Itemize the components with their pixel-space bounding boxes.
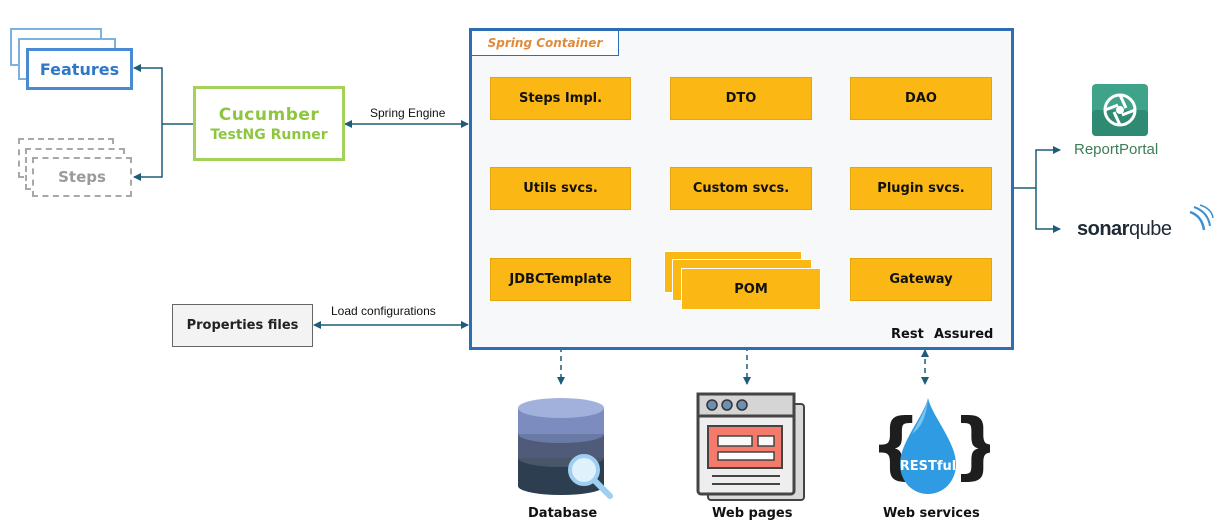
- properties-files-node[interactable]: Properties files: [172, 304, 313, 347]
- aperture-icon: [1092, 84, 1148, 136]
- rest-label: Rest: [891, 327, 924, 342]
- cucumber-runner-node[interactable]: Cucumber TestNG Runner: [193, 86, 345, 161]
- svg-text:}: }: [952, 403, 990, 487]
- web-pages-label: Web pages: [712, 506, 793, 521]
- jdbc-template-label: JDBCTemplate: [509, 272, 612, 287]
- runner-subtitle: TestNG Runner: [210, 127, 328, 143]
- gateway-label: Gateway: [889, 272, 953, 287]
- runner-to-features-connector: [133, 64, 193, 125]
- gateway-box[interactable]: Gateway: [850, 258, 992, 301]
- spring-container-tab: Spring Container: [471, 30, 619, 56]
- jdbc-template-box[interactable]: JDBCTemplate: [490, 258, 631, 301]
- database-label: Database: [528, 506, 598, 521]
- features-label: Features: [39, 59, 120, 79]
- dao-label: DAO: [905, 91, 937, 106]
- steps-impl-label: Steps Impl.: [518, 91, 603, 106]
- steps-impl-box[interactable]: Steps Impl.: [490, 77, 631, 120]
- pom-label: POM: [734, 281, 768, 297]
- web-pages-node[interactable]: [696, 392, 806, 502]
- runner-title: Cucumber: [218, 105, 320, 125]
- plugin-to-sonarqube-connector: [1035, 188, 1061, 233]
- plugin-svcs-label: Plugin svcs.: [877, 181, 965, 196]
- web-services-node[interactable]: { } RESTful: [868, 394, 1003, 502]
- restful-icon: { } RESTful: [870, 398, 1003, 494]
- assured-label: Assured: [934, 327, 994, 342]
- qube-text: qube: [1128, 218, 1172, 240]
- steps-label: Steps: [58, 168, 106, 186]
- reportportal-logo[interactable]: [1092, 84, 1148, 136]
- spring-engine-label: Spring Engine: [370, 106, 446, 120]
- web-services-label: Web services: [883, 506, 980, 521]
- sonarqube-logo[interactable]: sonarqube: [1077, 218, 1172, 241]
- web-page-icon: [696, 392, 805, 501]
- plugin-svcs-box[interactable]: Plugin svcs.: [850, 167, 992, 210]
- sonar-text: sonar: [1077, 218, 1129, 240]
- features-node[interactable]: Features: [26, 48, 133, 90]
- runner-to-steps-connector: [133, 124, 163, 181]
- properties-label: Properties files: [186, 318, 299, 333]
- reportportal-label: ReportPortal: [1074, 141, 1159, 158]
- custom-svcs-box[interactable]: Custom svcs.: [670, 167, 812, 210]
- dao-box[interactable]: DAO: [850, 77, 992, 120]
- custom-svcs-label: Custom svcs.: [692, 181, 790, 196]
- database-node[interactable]: [512, 392, 616, 500]
- database-icon: [518, 398, 613, 499]
- dto-box[interactable]: DTO: [670, 77, 812, 120]
- dto-label: DTO: [725, 91, 757, 106]
- load-configurations-label: Load configurations: [331, 304, 436, 318]
- spring-container-title: Spring Container: [487, 36, 603, 50]
- sonar-waves-icon: [1189, 204, 1214, 231]
- restful-label: RESTful: [900, 459, 957, 474]
- steps-node[interactable]: Steps: [32, 157, 132, 197]
- plugin-to-reportportal-connector: [992, 146, 1061, 189]
- utils-svcs-label: Utils svcs.: [523, 181, 598, 196]
- utils-svcs-box[interactable]: Utils svcs.: [490, 167, 631, 210]
- pom-box[interactable]: POM: [681, 268, 821, 310]
